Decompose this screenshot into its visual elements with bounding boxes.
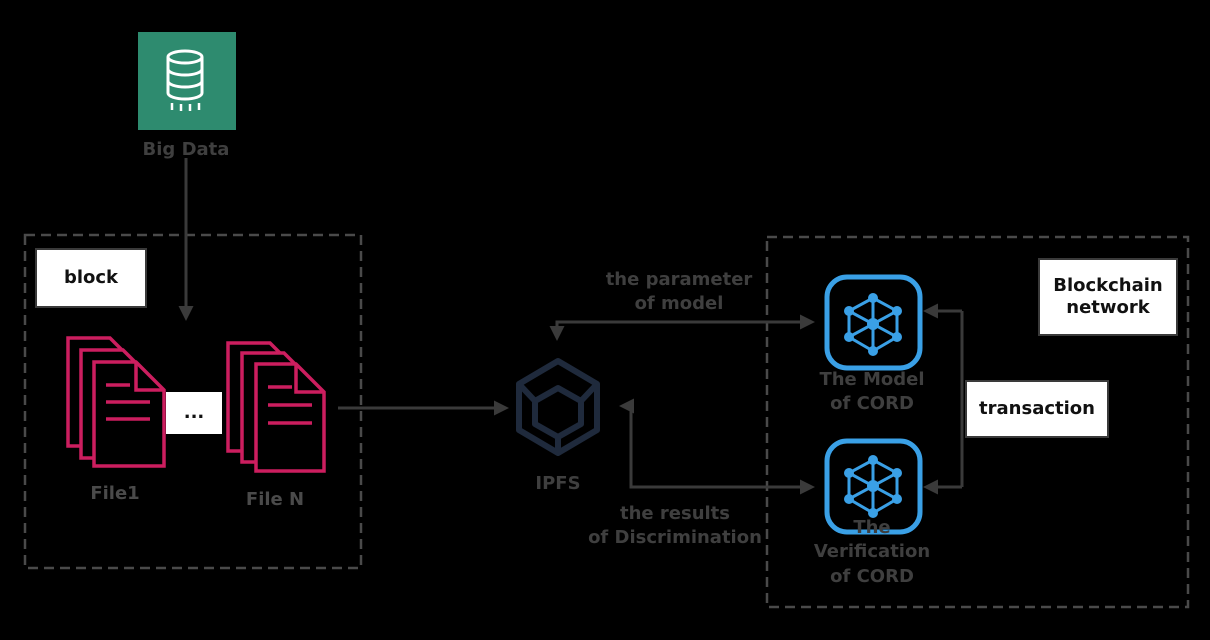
transaction-bracket xyxy=(923,303,964,495)
file1-label: File1 xyxy=(90,483,140,504)
filen-label: File N xyxy=(245,489,305,510)
blockchain-network-label: Blockchain network xyxy=(1038,258,1178,336)
document-stack-icon-file1 xyxy=(66,336,166,468)
big-data-label: Big Data xyxy=(142,139,230,160)
parameter-edge-label: the parameter of model xyxy=(605,269,753,315)
arrow-ipfs-model xyxy=(549,314,815,341)
database-icon xyxy=(138,32,236,130)
ellipsis-box: ... xyxy=(166,392,222,434)
network-hexagon-icon-verification xyxy=(824,438,923,535)
document-stack-icon-filen xyxy=(226,341,326,473)
block-group-border xyxy=(23,233,363,570)
results-edge-label: the results of Discrimination xyxy=(588,503,762,549)
network-hexagon-icon-model xyxy=(824,274,923,371)
cube-icon xyxy=(516,358,600,456)
verification-cord-label: The Verification of CORD xyxy=(813,517,931,587)
arrow-ipfs-verification xyxy=(619,398,815,495)
transaction-label: transaction xyxy=(965,380,1109,438)
block-label: block xyxy=(35,248,147,308)
model-cord-label: The Model of CORD xyxy=(819,369,925,415)
ipfs-label: IPFS xyxy=(535,473,581,494)
